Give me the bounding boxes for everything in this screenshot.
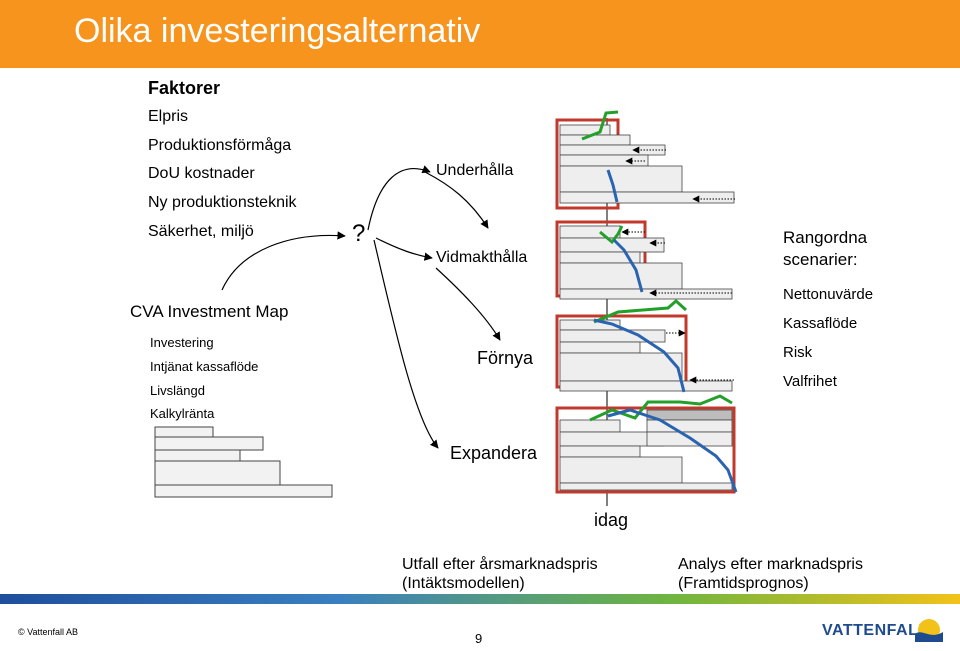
ranking-item: Valfrihet xyxy=(783,373,837,390)
factor-item: Produktionsförmåga xyxy=(148,137,292,154)
option-label: Förnya xyxy=(477,348,534,368)
factor-item: DoU kostnader xyxy=(148,165,255,182)
vattenfall-logo: VATTENFALL xyxy=(822,622,929,639)
title-bar xyxy=(0,0,960,68)
question-mark: ? xyxy=(352,220,366,247)
option-arrow-upper xyxy=(424,171,489,229)
scenario-frame-3 xyxy=(555,298,733,393)
ranking-item: Risk xyxy=(783,344,813,361)
bottom-left-caption: Utfall efter årsmarknadspris xyxy=(402,556,598,573)
option-arrow-expandera xyxy=(373,239,439,449)
option-arrow-vidmakthalla xyxy=(375,237,433,261)
factor-arrow xyxy=(221,231,346,291)
scenario-frame-1 xyxy=(555,110,735,210)
option-arrow-underhalla xyxy=(367,165,431,231)
ranking-heading: Rangordna xyxy=(783,228,868,247)
footer-band xyxy=(0,594,960,604)
factor-item: Ny produktionsteknik xyxy=(148,194,297,211)
option-label: Underhålla xyxy=(436,162,514,179)
option-arrow-fornya xyxy=(435,267,501,341)
option-label: Expandera xyxy=(450,443,538,463)
bottom-right-caption: Analys efter marknadspris xyxy=(678,556,863,573)
cva-item: Livslängd xyxy=(150,383,205,398)
factor-item: Elpris xyxy=(148,108,189,125)
cva-item: Kalkylränta xyxy=(150,406,215,421)
footer-copyright: © Vattenfall AB xyxy=(18,627,78,637)
factor-item: Säkerhet, miljö xyxy=(148,223,254,240)
page-number: 9 xyxy=(475,631,483,646)
today-label: idag xyxy=(594,510,629,530)
cva-item: Intjänat kassaflöde xyxy=(150,359,259,374)
ranking-item: Nettonuvärde xyxy=(783,286,874,303)
ranking-item: Kassaflöde xyxy=(783,315,858,332)
factors-heading: Faktorer xyxy=(148,78,221,98)
dotted-arrows xyxy=(621,146,735,384)
cva-heading: CVA Investment Map xyxy=(130,302,289,321)
option-label: Vidmakthålla xyxy=(436,249,528,266)
bottom-left-caption: (Intäktsmodellen) xyxy=(402,575,525,592)
page-title: Olika investeringsalternativ xyxy=(74,12,481,50)
cva-bar-stack xyxy=(154,426,333,498)
ranking-heading: scenarier: xyxy=(783,250,858,269)
scenario-frame-2 xyxy=(555,220,733,300)
bottom-right-caption: (Framtidsprognos) xyxy=(678,575,809,592)
scenario-frame-4 xyxy=(555,394,738,494)
cva-item: Investering xyxy=(150,335,214,350)
